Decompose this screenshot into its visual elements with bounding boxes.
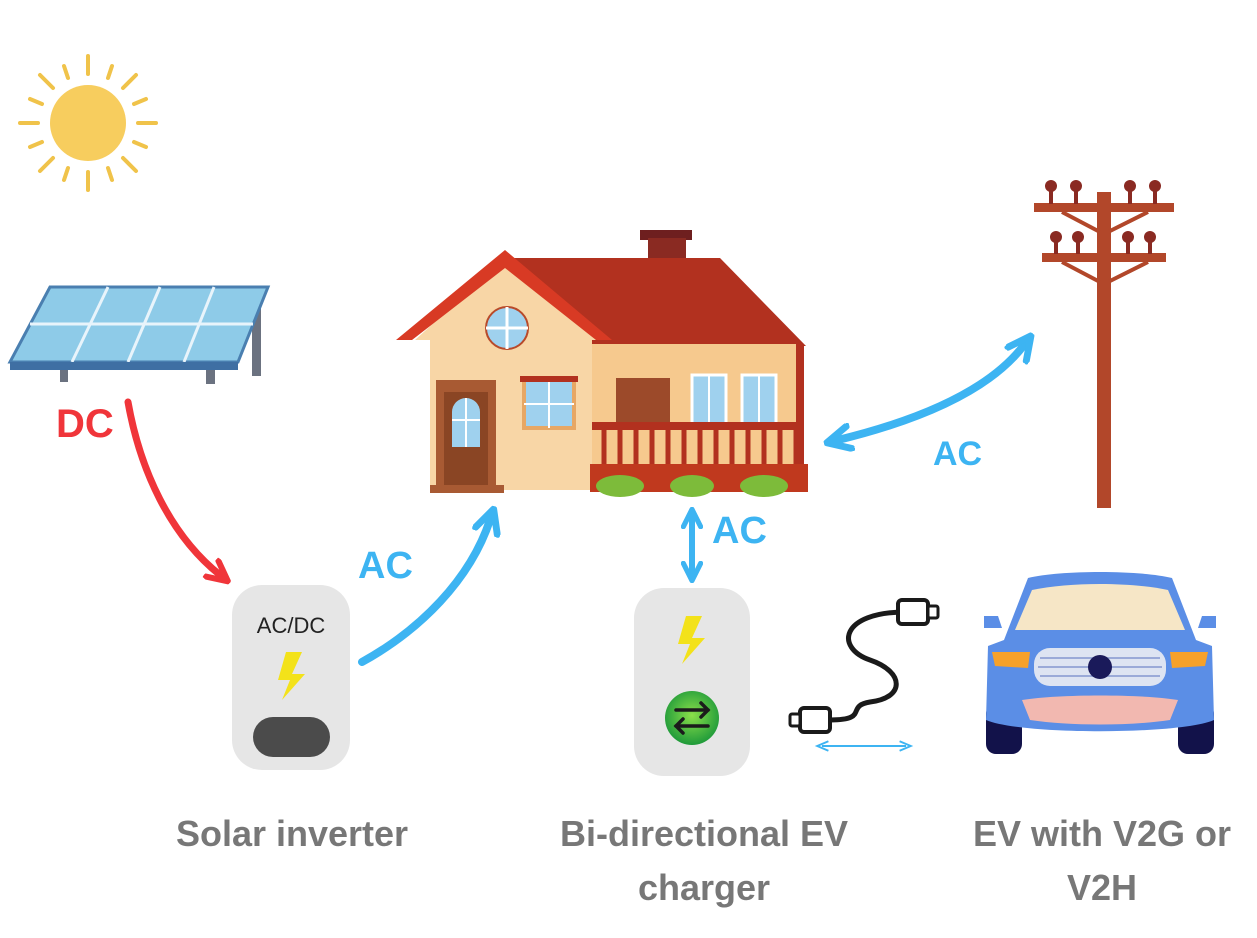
- electric-car-icon: [984, 572, 1216, 754]
- inverter-icon: [232, 585, 350, 770]
- dc-arrow: [124, 398, 220, 575]
- solar-panel-icon: [7, 285, 271, 384]
- ac-arrow-house-to-grid: [838, 345, 1024, 440]
- solar-inverter-caption: Solar inverter: [176, 813, 408, 854]
- ev-caption-line1: EV with V2G or: [973, 813, 1231, 854]
- ev-charger-icon: [634, 588, 750, 776]
- sun-icon: [18, 54, 158, 192]
- bidirectional-charger-caption-line1: Bi-directional EV: [560, 813, 848, 854]
- ac-label-grid: AC: [933, 435, 982, 473]
- ac-arrow-inverter-to-house: [358, 520, 490, 666]
- ac-label-charger: AC: [712, 510, 767, 552]
- bidirectional-charger-caption-line2: charger: [638, 867, 770, 908]
- charging-cable-icon: [788, 598, 940, 752]
- utility-pole-icon: [1034, 180, 1174, 508]
- ac-label-inverter: AC: [358, 545, 413, 587]
- inverter-caption: AC/DC: [257, 613, 326, 638]
- ev-caption-line2: V2H: [1067, 867, 1137, 908]
- dc-label: DC: [56, 402, 114, 446]
- house-icon: [396, 230, 808, 497]
